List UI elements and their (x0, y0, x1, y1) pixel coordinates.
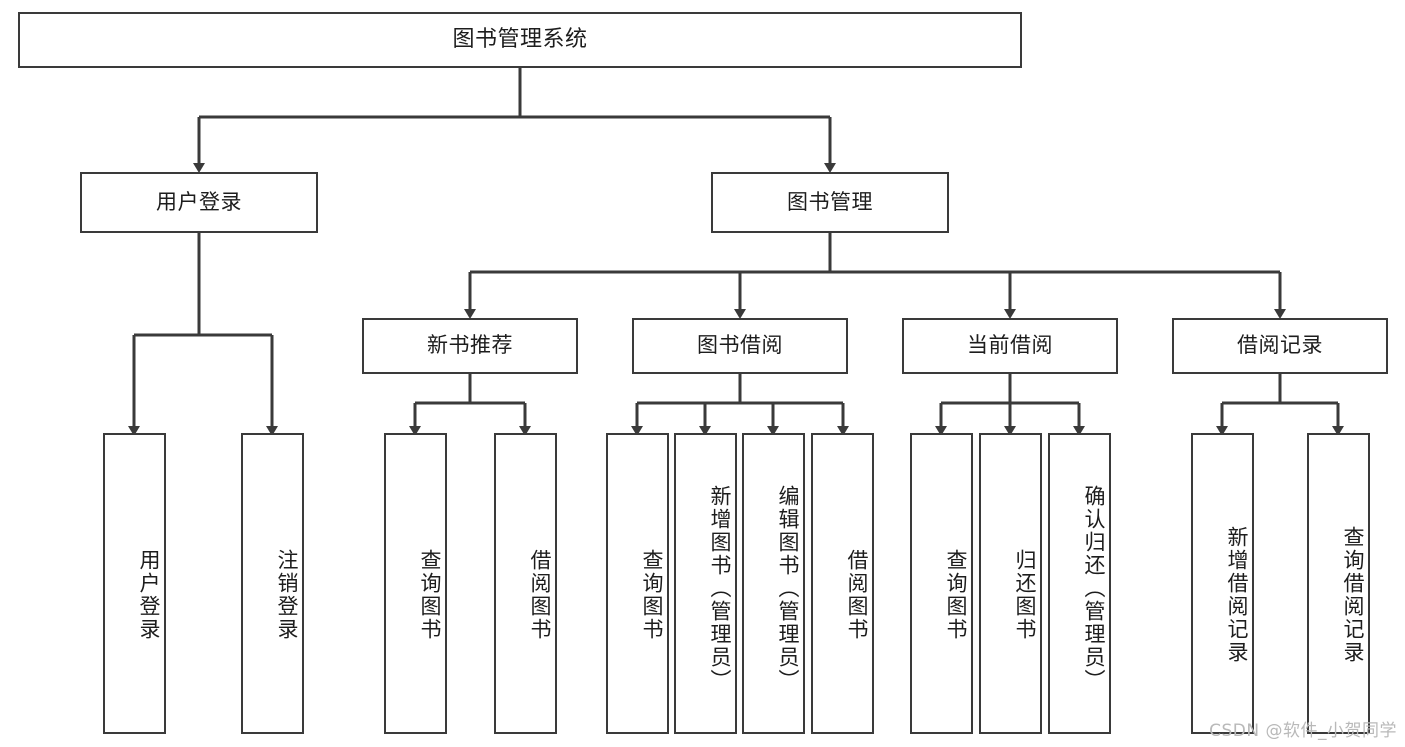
node-book-borrow[interactable]: 图书借阅 (632, 318, 848, 374)
csdn-watermark: CSDN @软件_小贺同学 (1209, 721, 1397, 741)
leaf-new-book-query-book[interactable]: 查询图书 (384, 433, 447, 734)
leaf-borrow-record-query-record[interactable]: 查询借阅记录 (1307, 433, 1370, 734)
leaf-book-borrow-query-book[interactable]: 查询图书 (606, 433, 669, 734)
node-root-book-management-system[interactable]: 图书管理系统 (18, 12, 1022, 68)
leaf-current-borrow-query-book[interactable]: 查询图书 (910, 433, 973, 734)
leaf-current-borrow-return-book[interactable]: 归还图书 (979, 433, 1042, 734)
node-current-borrow[interactable]: 当前借阅 (902, 318, 1118, 374)
leaf-current-borrow-confirm-return-admin[interactable]: 确认归还（管理员） (1048, 433, 1111, 734)
leaf-book-borrow-borrow-book[interactable]: 借阅图书 (811, 433, 874, 734)
leaf-book-borrow-edit-book-admin[interactable]: 编辑图书（管理员） (742, 433, 805, 734)
leaf-new-book-borrow-book[interactable]: 借阅图书 (494, 433, 557, 734)
node-book-management[interactable]: 图书管理 (711, 172, 949, 233)
node-new-book-recommend[interactable]: 新书推荐 (362, 318, 578, 374)
node-user-login[interactable]: 用户登录 (80, 172, 318, 233)
leaf-user-login-login[interactable]: 用户登录 (103, 433, 166, 734)
leaf-borrow-record-add-record[interactable]: 新增借阅记录 (1191, 433, 1254, 734)
node-borrow-record[interactable]: 借阅记录 (1172, 318, 1388, 374)
leaf-user-login-logout[interactable]: 注销登录 (241, 433, 304, 734)
leaf-book-borrow-add-book-admin[interactable]: 新增图书（管理员） (674, 433, 737, 734)
